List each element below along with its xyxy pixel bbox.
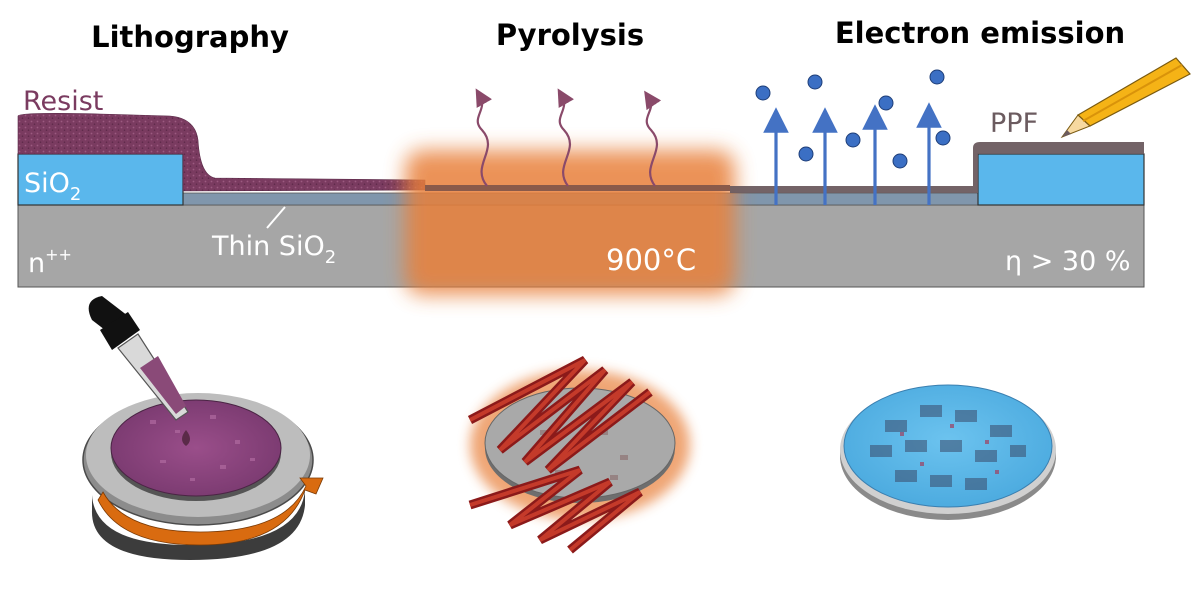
electron [845, 132, 861, 148]
step-title-electron-emission: Electron emission [835, 16, 1125, 50]
electrons [755, 69, 951, 169]
emission-arrows [763, 102, 942, 205]
electron [929, 69, 945, 85]
electron [798, 146, 814, 162]
coated-wafer [110, 399, 282, 497]
thin-oxide-pointer [266, 206, 286, 229]
sio2-label: SiO2 [24, 168, 81, 205]
electron [892, 153, 908, 169]
thin-sio2-label: Thin SiO2 [211, 231, 336, 268]
outgassing-arrows [475, 88, 662, 187]
electron [755, 85, 771, 101]
temperature-label: 900°C [606, 243, 696, 277]
resist-layer [17, 113, 426, 192]
rotation-arrow-icon [97, 477, 324, 546]
dropper-icon [88, 296, 190, 446]
resist-label: Resist [23, 86, 103, 117]
step-title-lithography: Lithography [91, 20, 289, 54]
electron [935, 130, 951, 146]
efficiency-label: η > 30 % [1005, 246, 1131, 277]
ppf-label: PPF [990, 108, 1038, 139]
sio2-block-right [977, 153, 1145, 206]
pyrolysed-film [425, 185, 730, 191]
electron [807, 74, 823, 90]
heater-coil-icon [467, 356, 690, 554]
ppf-layer [730, 142, 1144, 193]
n-plus-plus-label: n++ [28, 245, 72, 279]
spin-coater-icon [82, 393, 324, 560]
electron [878, 95, 894, 111]
step-title-pyrolysis: Pyrolysis [496, 18, 644, 52]
wafer-icon [840, 384, 1056, 520]
pen-icon [1060, 57, 1191, 139]
